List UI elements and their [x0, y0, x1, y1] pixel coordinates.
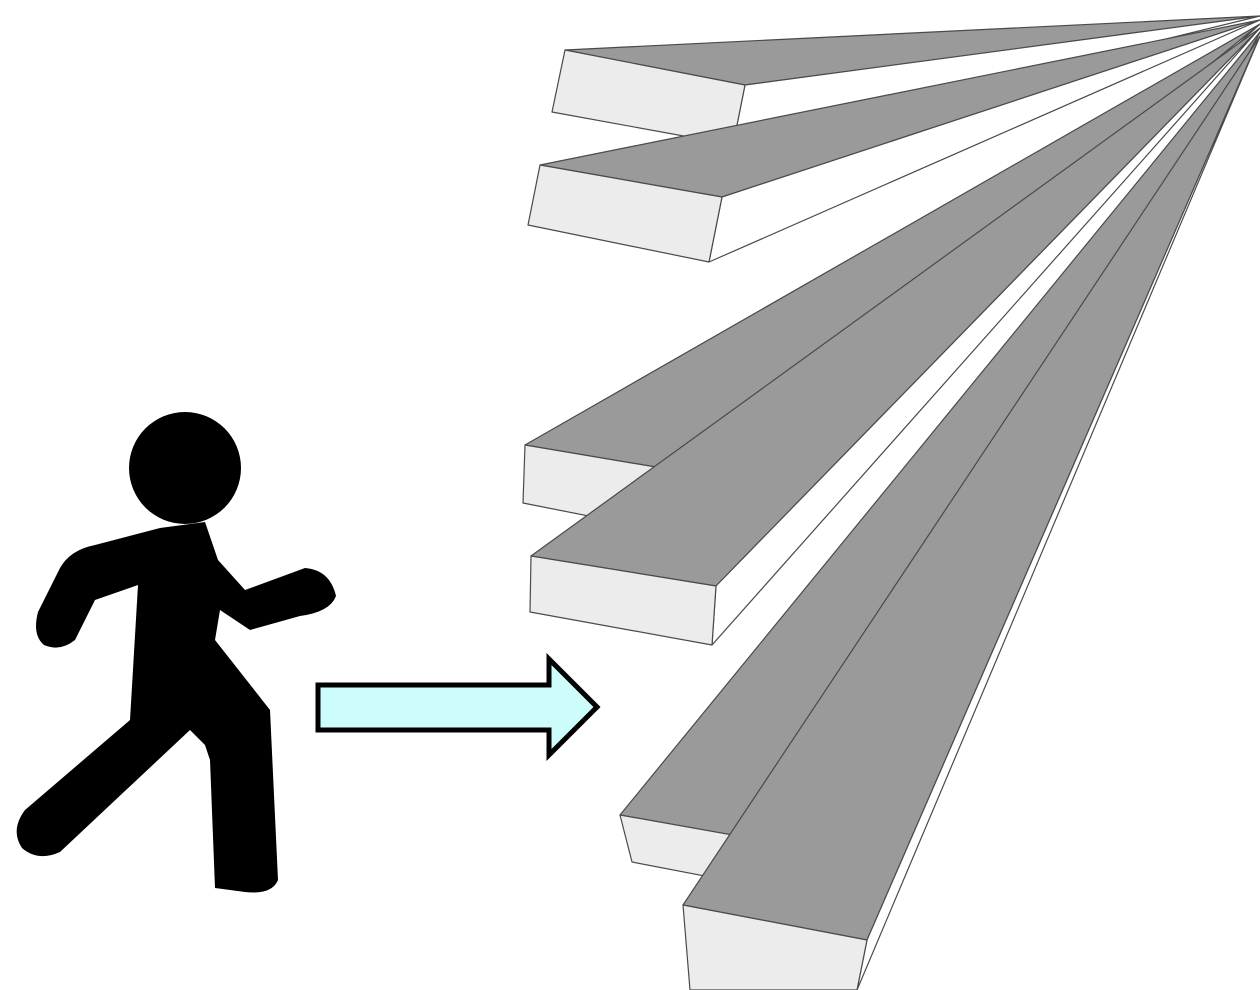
perspective-illustration [0, 0, 1260, 990]
